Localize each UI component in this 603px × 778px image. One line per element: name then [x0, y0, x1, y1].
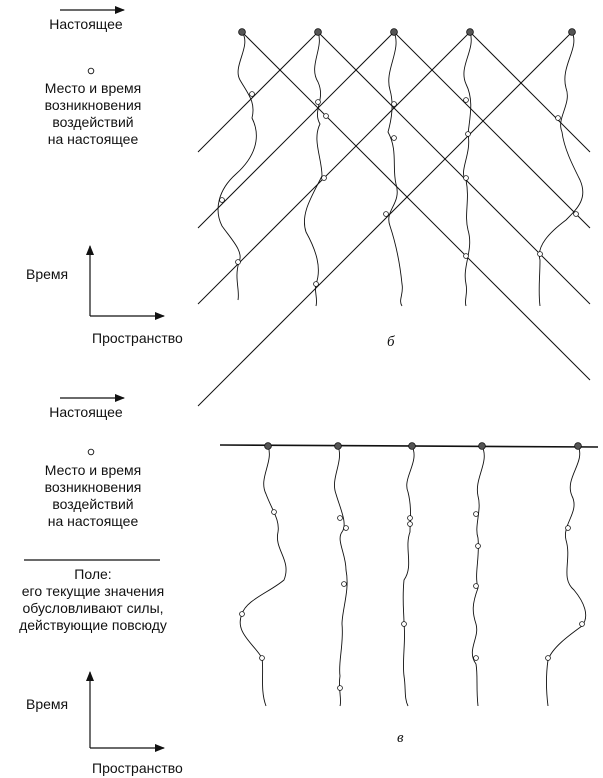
event-legend-b: Место и время возникновения воздействий … — [14, 80, 172, 148]
field-legend-v-line2: его текущие значения — [21, 583, 165, 599]
event-legend-b-line4: на настоящее — [47, 131, 139, 147]
event-points-v — [239, 509, 585, 691]
event-legend-v-line2: возникновения — [44, 479, 142, 495]
field-legend-v-line1: Поле: — [74, 566, 112, 582]
figure-letter-v: в — [397, 730, 404, 746]
space-axis-label-v: Пространство — [92, 760, 183, 776]
event-legend-b-line1: Место и время — [44, 80, 142, 96]
event-legend-b-line3: воздействий — [52, 114, 134, 130]
event-points-b — [219, 91, 579, 287]
signal-lines-b — [197, 31, 591, 407]
event-legend-b-line2: возникновения — [44, 97, 142, 113]
field-legend-v: Поле: его текущие значения обусловливают… — [4, 566, 182, 634]
space-axis-label-b: Пространство — [92, 330, 183, 346]
time-axis-label-b: Время — [26, 266, 69, 282]
present-label-v: Настоящее — [49, 404, 123, 420]
event-marker-legend-v — [87, 448, 95, 456]
event-legend-v: Место и время возникновения воздействий … — [14, 462, 172, 530]
present-points-b — [238, 28, 576, 36]
present-label-b: Настоящее — [49, 16, 123, 32]
event-legend-v-line4: на настоящее — [47, 513, 139, 529]
axes-v — [86, 671, 165, 752]
event-legend-v-line1: Место и время — [44, 462, 142, 478]
present-points-v — [264, 442, 582, 450]
event-legend-v-line3: воздействий — [52, 496, 134, 512]
axes-b — [86, 245, 165, 320]
field-legend-v-line3: обусловливают силы, — [22, 600, 164, 616]
time-axis-label-v: Время — [26, 696, 69, 712]
worldlines-v — [239, 445, 587, 707]
event-marker-legend-b — [87, 67, 95, 75]
worldlines-b — [217, 31, 584, 307]
field-legend-v-line4: действующие повсюду — [19, 617, 167, 633]
figure-letter-b: б — [387, 334, 395, 350]
